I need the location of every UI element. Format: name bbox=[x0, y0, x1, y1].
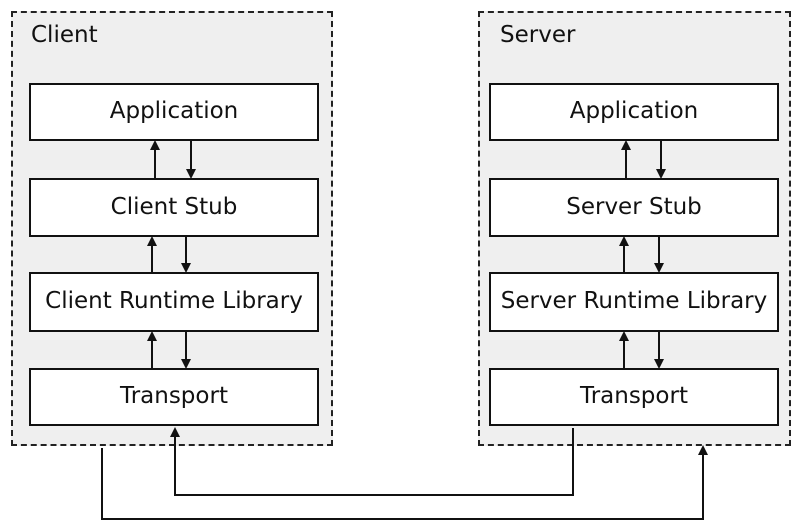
client-transport-box: Transport bbox=[29, 368, 319, 426]
server-application-label: Application bbox=[569, 98, 699, 125]
client-runtime-library-box: Client Runtime Library bbox=[29, 272, 319, 332]
client-runtime-library-label: Client Runtime Library bbox=[45, 288, 303, 315]
client-stub-label: Client Stub bbox=[110, 193, 238, 220]
server-stub-box: Server Stub bbox=[489, 178, 779, 237]
client-application-label: Application bbox=[109, 98, 239, 125]
server-runtime-library-label: Server Runtime Library bbox=[500, 288, 768, 315]
client-title: Client bbox=[31, 22, 98, 48]
client-stub-box: Client Stub bbox=[29, 178, 319, 237]
server-runtime-library-box: Server Runtime Library bbox=[489, 272, 779, 332]
client-application-box: Application bbox=[29, 83, 319, 141]
server-transport-label: Transport bbox=[580, 383, 688, 410]
server-transport-box: Transport bbox=[489, 368, 779, 426]
server-title: Server bbox=[500, 22, 576, 48]
server-stub-label: Server Stub bbox=[566, 193, 702, 220]
client-to-server-wire bbox=[101, 445, 708, 520]
client-transport-label: Transport bbox=[120, 383, 228, 410]
server-application-box: Application bbox=[489, 83, 779, 141]
